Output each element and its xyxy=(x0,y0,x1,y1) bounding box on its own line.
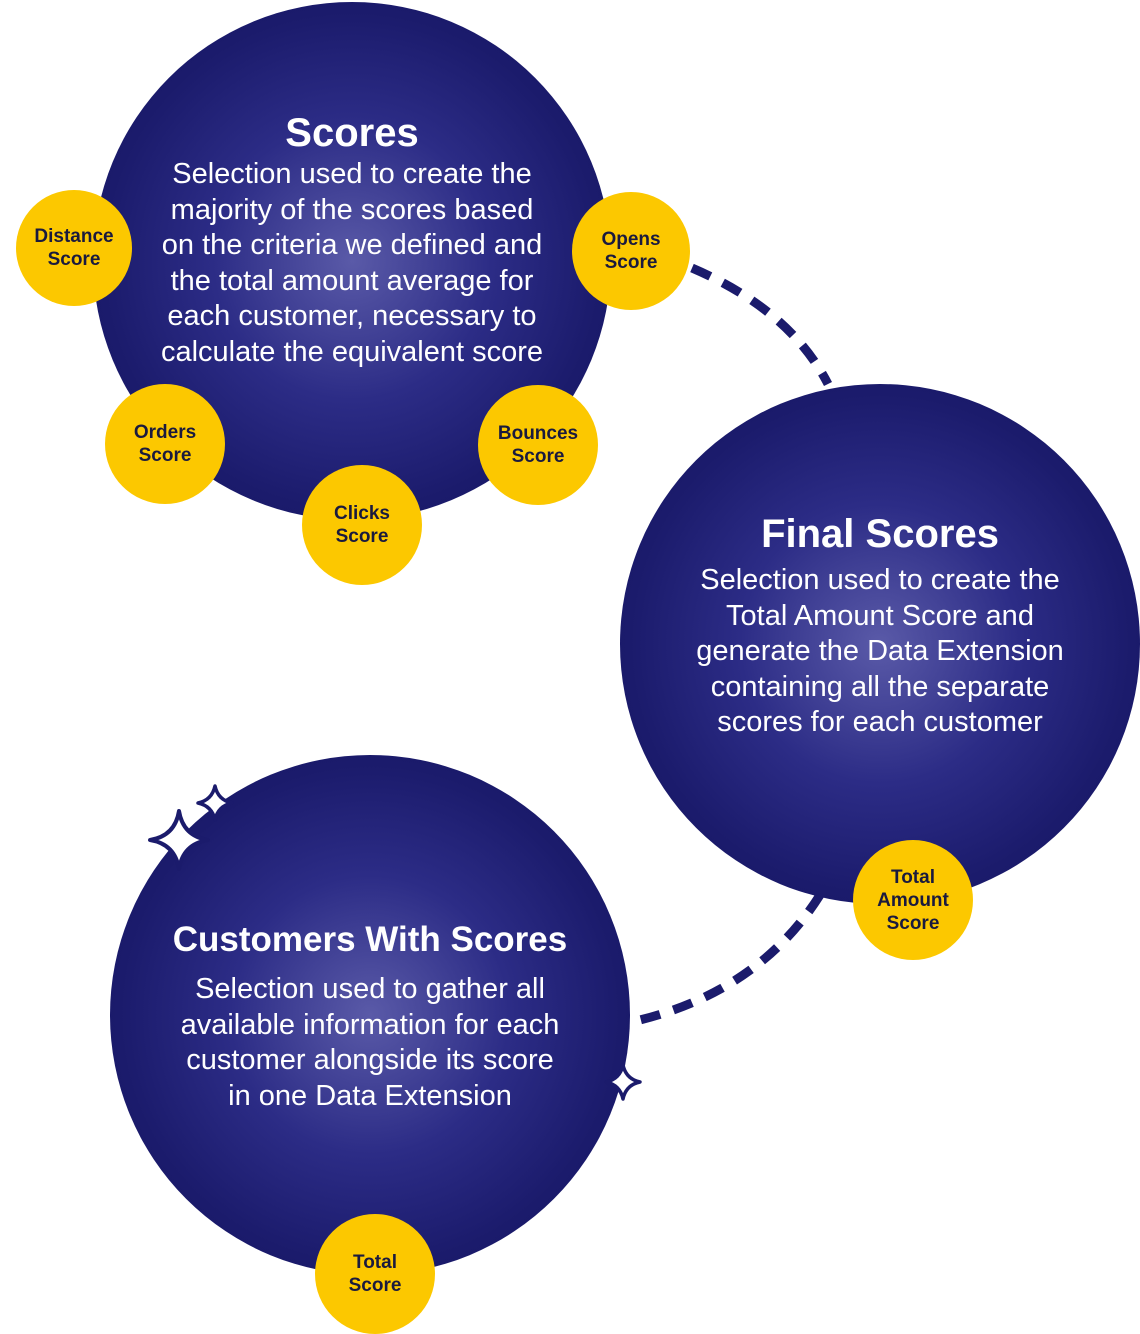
connector-final-to-customers xyxy=(638,892,824,1025)
distance-score-badge: Distance Score xyxy=(16,190,132,306)
final-scores-title: Final Scores xyxy=(761,512,999,556)
sparkle-icon xyxy=(148,809,210,871)
sparkle-small-icon xyxy=(196,784,234,822)
final-scores-description: Selection used to create the Total Amoun… xyxy=(696,564,1064,738)
scores-description: Selection used to create the majority of… xyxy=(160,158,544,368)
final-scores-node: Final Scores Selection used to create th… xyxy=(620,384,1140,904)
scores-title: Scores xyxy=(285,111,419,155)
opens-score-badge: Opens Score xyxy=(572,192,690,310)
customers-with-scores-description: Selection used to gather all available i… xyxy=(180,973,560,1112)
connector-scores-to-final xyxy=(690,263,833,387)
bounces-score-badge: Bounces Score xyxy=(478,385,598,505)
total-score-badge: Total Score xyxy=(315,1214,435,1334)
customers-with-scores-title: Customers With Scores xyxy=(172,920,568,959)
total-amount-score-badge: Total Amount Score xyxy=(853,840,973,960)
orders-score-badge: Orders Score xyxy=(105,384,225,504)
clicks-score-badge: Clicks Score xyxy=(302,465,422,585)
sparkle-edge-icon xyxy=(604,1063,642,1101)
